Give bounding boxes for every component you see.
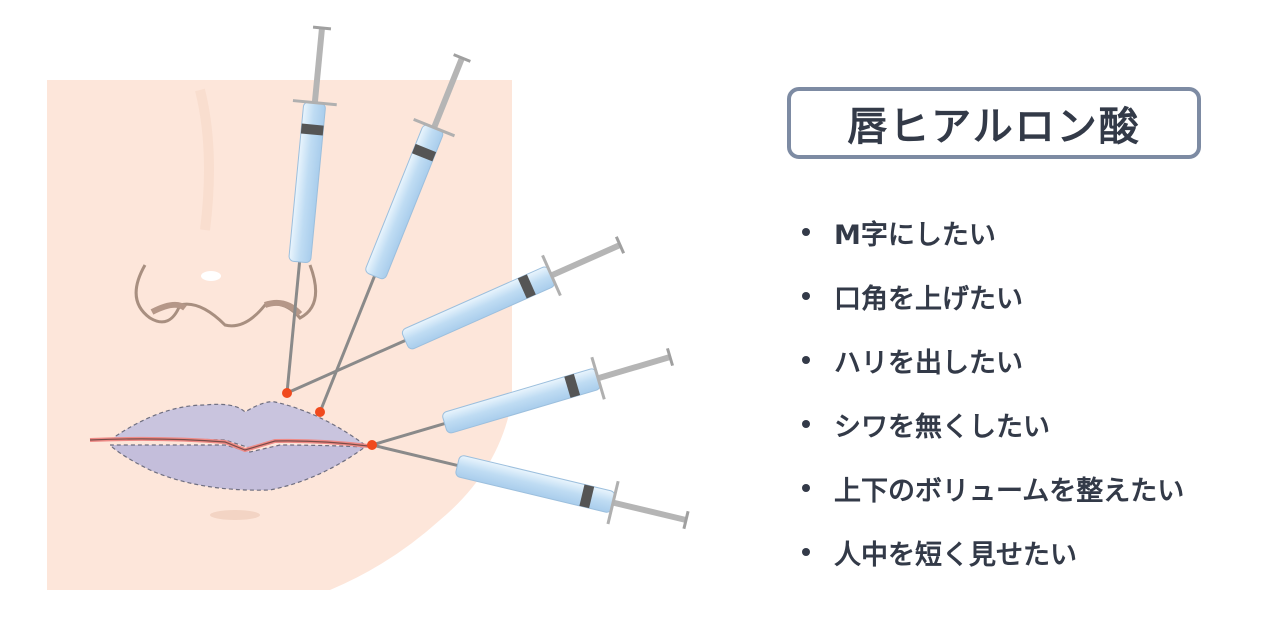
list-item: 人中を短く見せたい [800, 520, 1184, 584]
syringe-band [300, 123, 324, 136]
lip-injection-illustration [47, 25, 690, 590]
plunger-rod [602, 497, 687, 523]
plunger-thumb [682, 510, 690, 530]
list-item-label: ハリを出したい [834, 347, 1023, 379]
syringe [285, 25, 337, 394]
list-item: 上下のボリュームを整えたい [800, 456, 1184, 520]
chin-shadow [210, 510, 260, 520]
nose-shading [195, 88, 214, 231]
plunger-rod [427, 56, 465, 139]
bullet-icon [802, 420, 810, 428]
list-item: シワを無くしたい [800, 392, 1184, 456]
bullet-icon [802, 228, 810, 236]
syringe-flange [590, 356, 606, 400]
bullet-icon [802, 548, 810, 556]
needle [318, 275, 376, 413]
needle [286, 339, 406, 395]
syringe-band [517, 274, 536, 299]
injection-point [282, 388, 292, 398]
syringe [286, 236, 626, 395]
bullet-icon [802, 484, 810, 492]
list-item: M字にしたい [800, 200, 1184, 264]
list-item: 口角を上げたい [800, 264, 1184, 328]
plunger-rod [310, 27, 325, 113]
syringe [371, 347, 674, 447]
plunger-rod [587, 354, 671, 384]
nostril-right [264, 299, 303, 317]
list-item: ハリを出したい [800, 328, 1184, 392]
plunger-thumb [666, 347, 674, 367]
needle [371, 422, 446, 447]
syringe-barrel [455, 455, 616, 513]
plunger-thumb [312, 25, 332, 31]
lip-line-dark [89, 438, 369, 451]
upper-lip [107, 401, 368, 449]
syringe [318, 53, 471, 413]
plunger-thumb [614, 236, 626, 254]
syringe-flange [541, 254, 562, 297]
syringe-flange [413, 118, 456, 138]
plunger-thumb [453, 53, 471, 63]
purpose-list: M字にしたい 口角を上げたい ハリを出したい シワを無くしたい 上下のボリューム… [800, 200, 1184, 584]
bullet-icon [802, 292, 810, 300]
plunger-rod [541, 242, 622, 283]
list-item-label: M字にしたい [834, 219, 996, 251]
injection-point [367, 440, 377, 450]
syringe-band [411, 143, 437, 162]
bullet-icon [802, 356, 810, 364]
lower-lip [108, 444, 367, 491]
syringe [371, 443, 690, 530]
syringe-flange [292, 99, 337, 107]
injection-point [315, 407, 325, 417]
nostril-left [150, 301, 187, 315]
syringe-band [579, 484, 595, 509]
page-title: 唇ヒアルロン酸 [847, 104, 1141, 150]
list-item-label: 人中を短く見せたい [834, 539, 1077, 571]
nose-highlight [201, 271, 221, 281]
needle [285, 261, 302, 394]
needle [371, 443, 458, 467]
title-box: 唇ヒアルロン酸 [787, 87, 1201, 159]
syringe-band [564, 373, 581, 398]
list-item-label: 口角を上げたい [834, 283, 1023, 315]
nose-outline [134, 264, 318, 328]
syringe-flange [606, 480, 620, 525]
list-item-label: シワを無くしたい [834, 411, 1050, 443]
list-item-label: 上下のボリュームを整えたい [834, 475, 1185, 507]
